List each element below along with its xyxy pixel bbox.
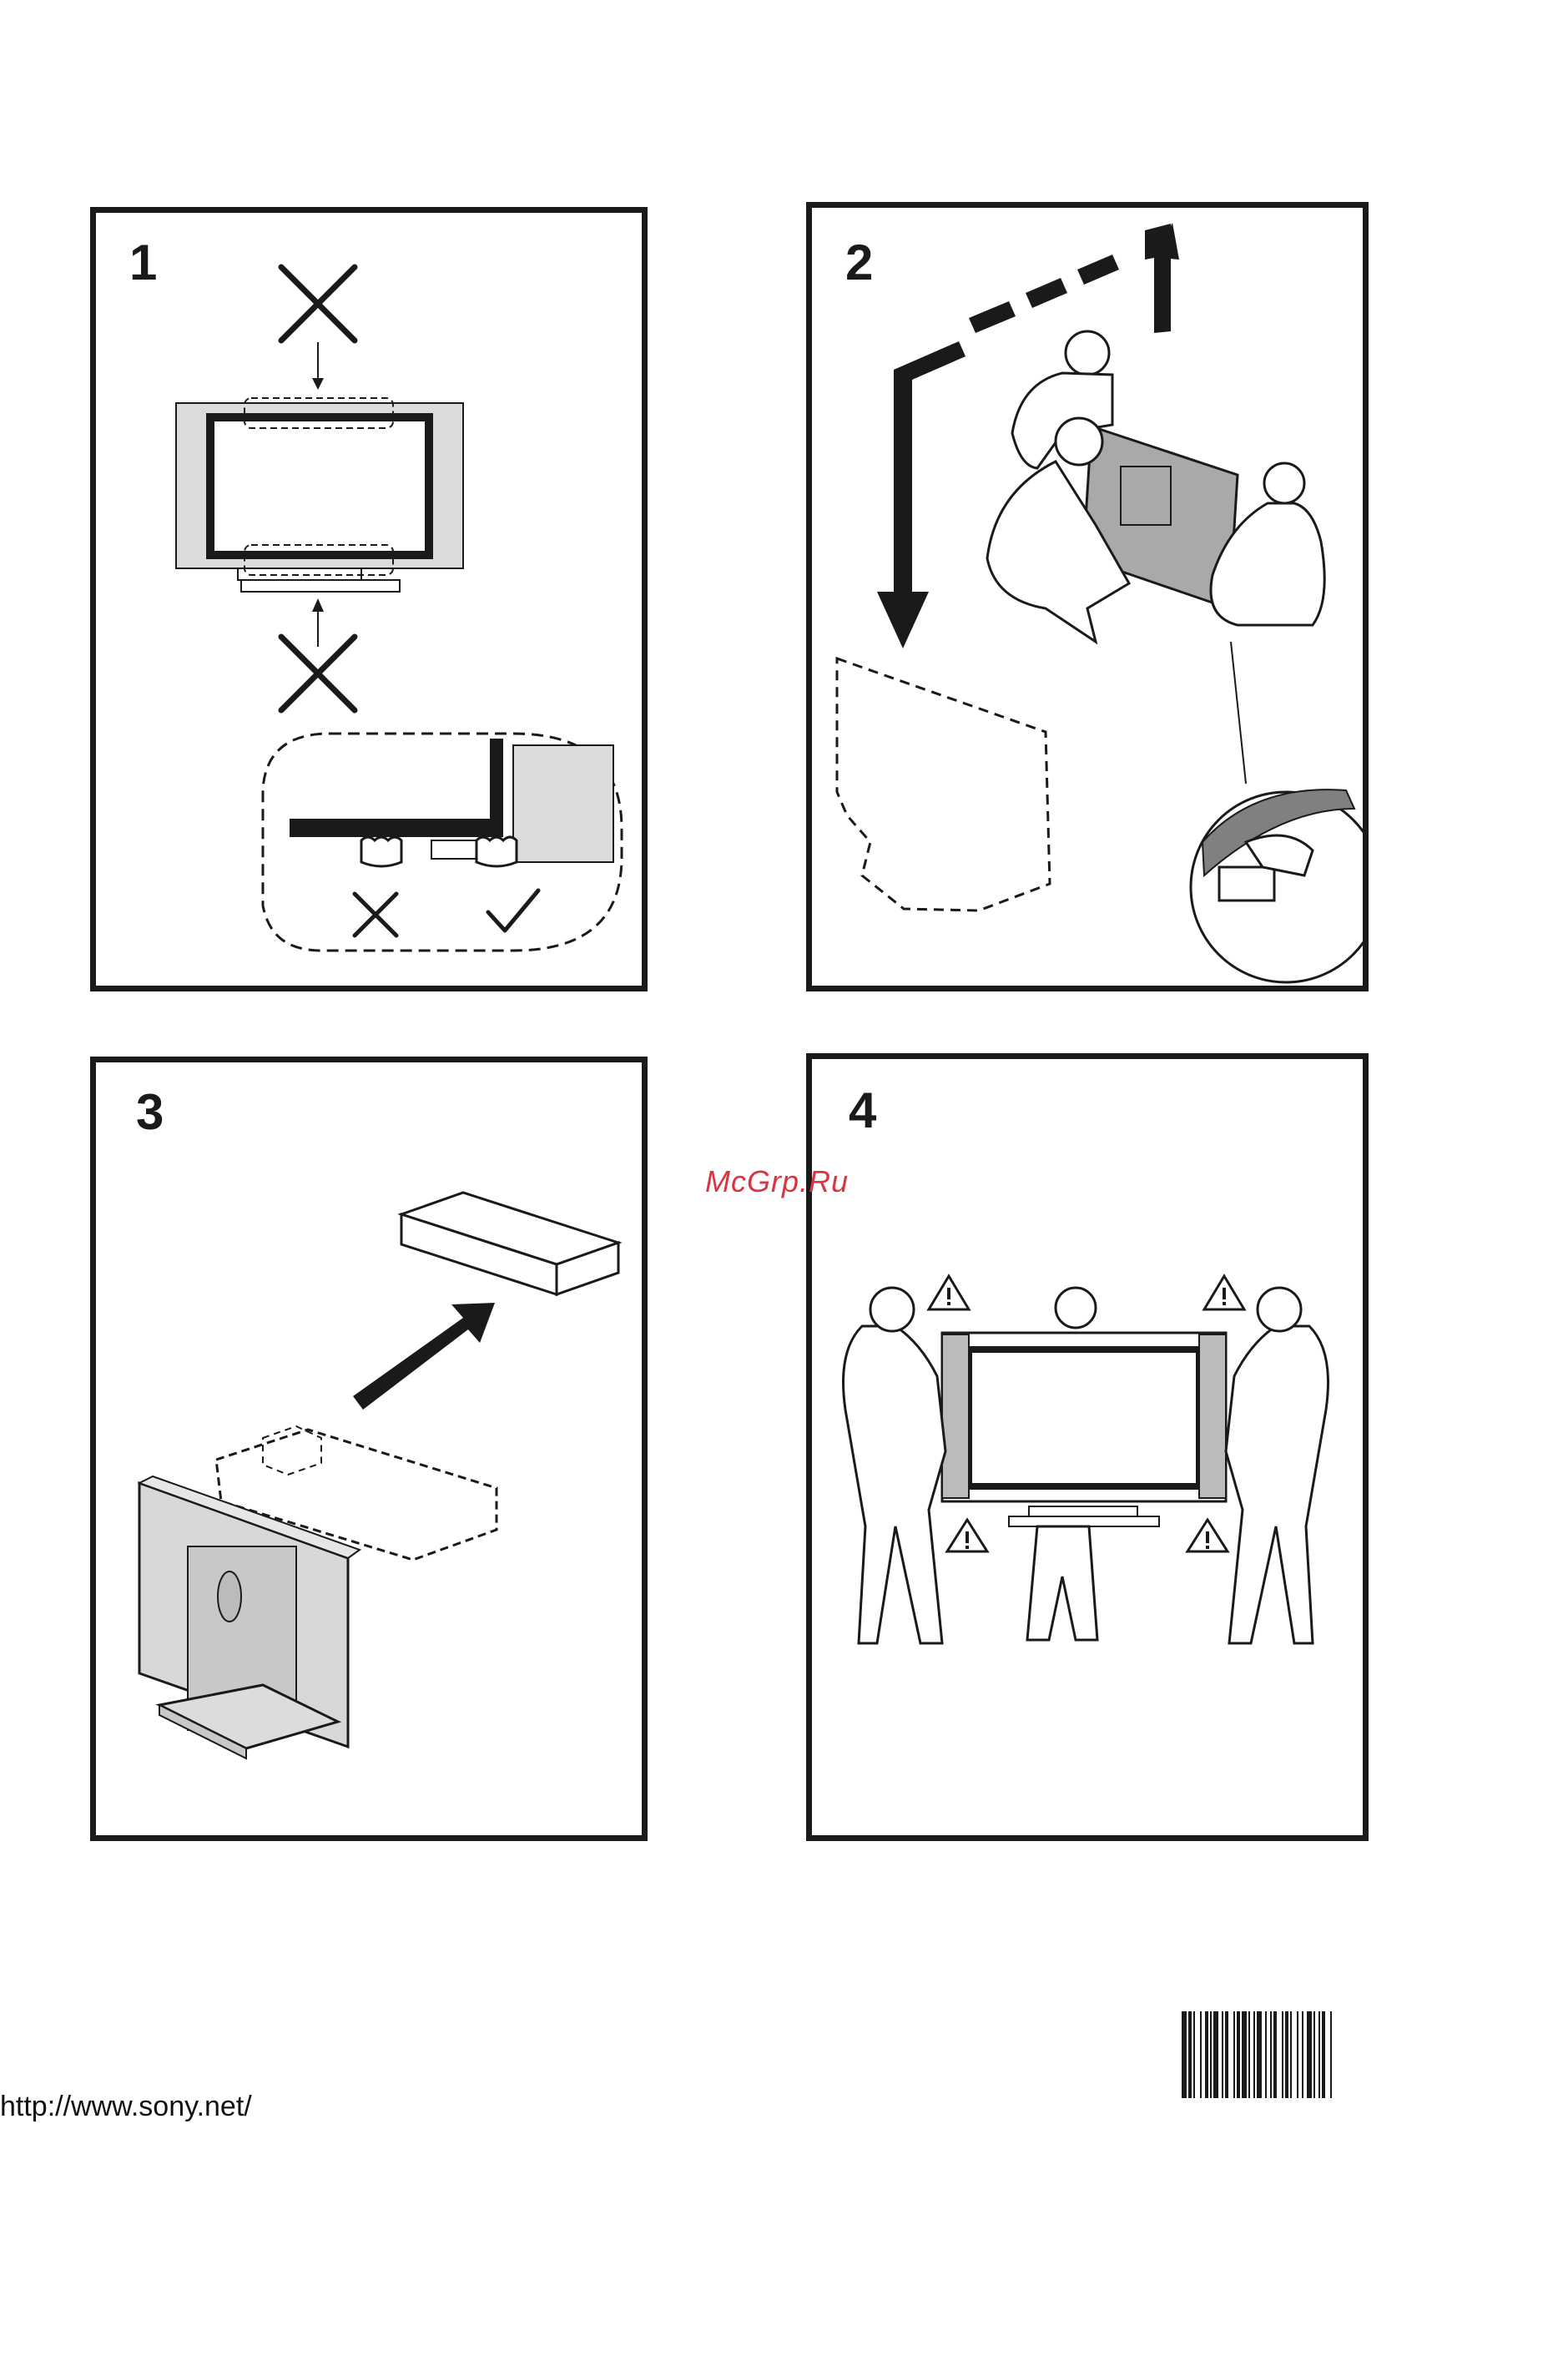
watermark-text: McGrp.Ru (705, 1164, 849, 1199)
pack-stand-illustration (96, 1062, 642, 1835)
cross-icon (355, 894, 396, 936)
check-icon (488, 890, 538, 931)
instruction-panel-1: 1 (90, 207, 648, 991)
instruction-panel-3: 3 (90, 1057, 648, 1841)
lift-tv-illustration (812, 208, 1363, 986)
footer-url-link[interactable]: http://www.sony.net/ (0, 2091, 252, 2123)
cross-icon (281, 267, 355, 341)
instruction-panel-4: 4 (806, 1053, 1369, 1841)
barcode (1180, 2011, 1439, 2103)
tv-grip-illustration (96, 213, 642, 986)
carry-tv-illustration (812, 1059, 1363, 1835)
instruction-panel-2: 2 (806, 202, 1369, 991)
cross-icon (281, 637, 355, 710)
